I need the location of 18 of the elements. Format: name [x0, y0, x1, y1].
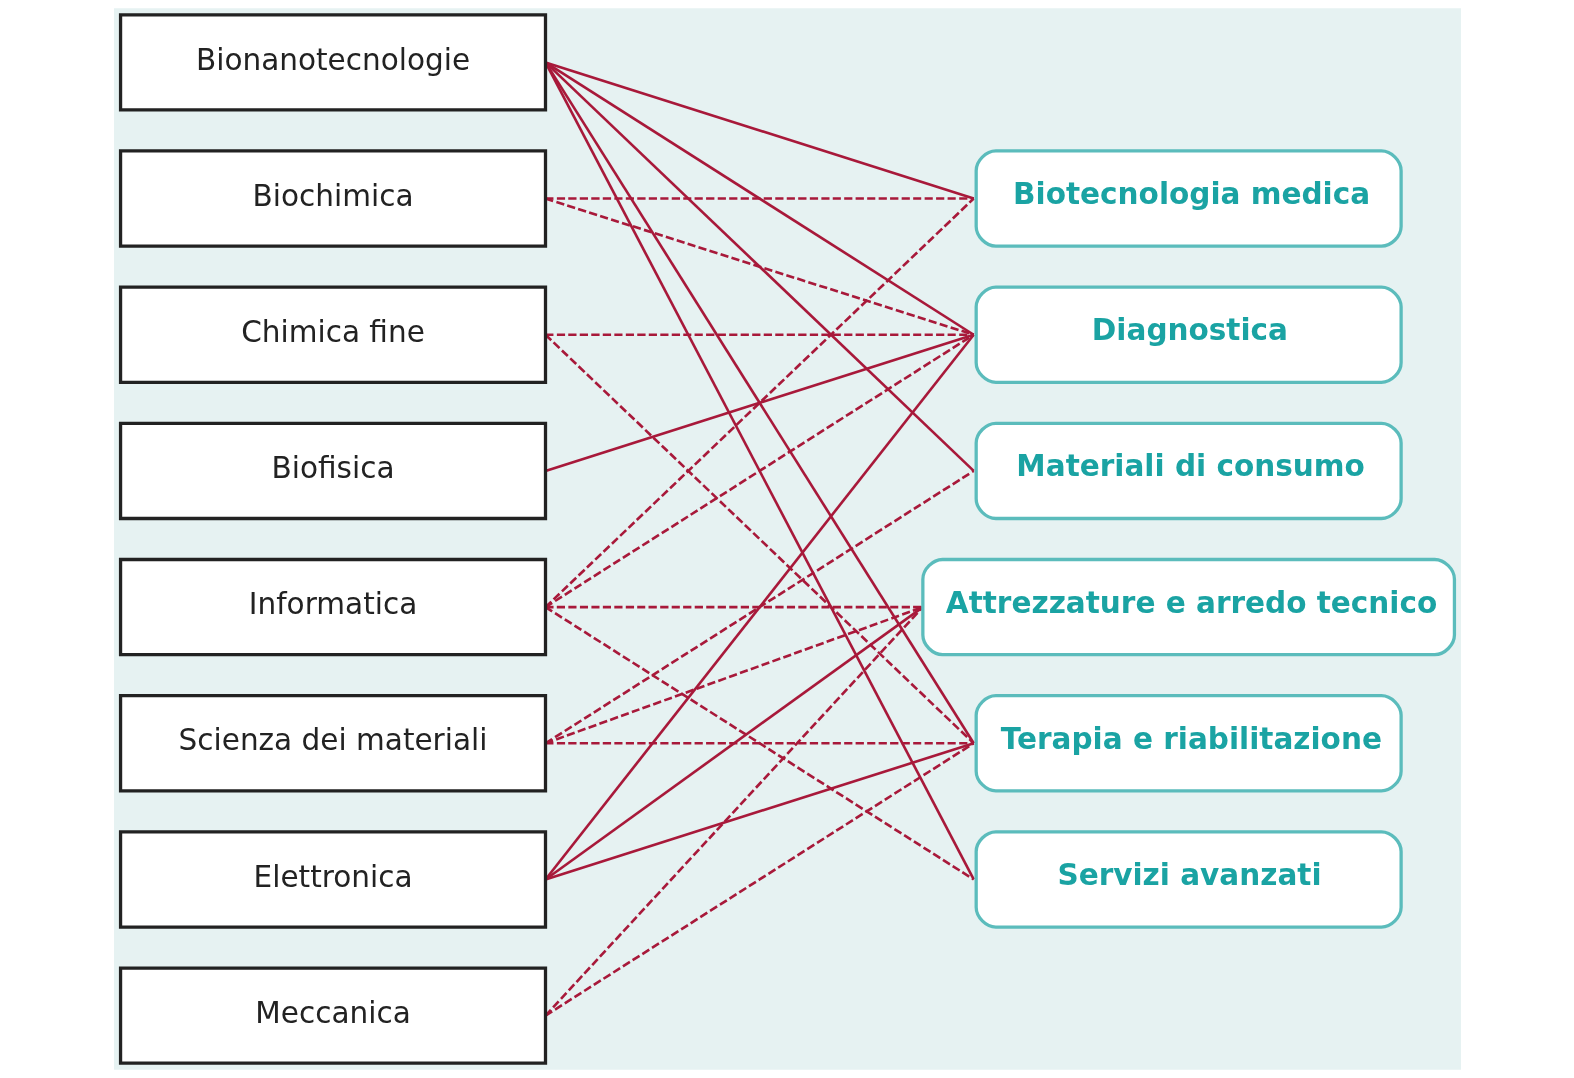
node-box: Elettronica — [118, 830, 547, 929]
node-box: Informatica — [118, 557, 547, 657]
node-box: Terapia e riabilitazione — [974, 694, 1403, 793]
node-box: Bionanotecnologie — [118, 13, 547, 112]
node-box: Diagnostica — [974, 285, 1403, 384]
node-box: Biofisica — [118, 421, 547, 521]
connector — [545, 605, 923, 609]
node-box: Meccanica — [118, 966, 547, 1065]
node-box: Biochimica — [118, 149, 547, 248]
node-box: Biotecnologia medica — [974, 149, 1403, 248]
node-box: Chimica fine — [118, 285, 547, 384]
connector — [545, 333, 974, 337]
connector — [545, 197, 974, 200]
node-box: Materiali di consumo — [974, 421, 1403, 521]
node-box: Scienza dei materiali — [118, 694, 547, 793]
node-box: Attrezzature e arredo tecnico — [920, 557, 1456, 657]
connector — [545, 741, 974, 745]
node-box: Servizi avanzati — [974, 830, 1403, 929]
